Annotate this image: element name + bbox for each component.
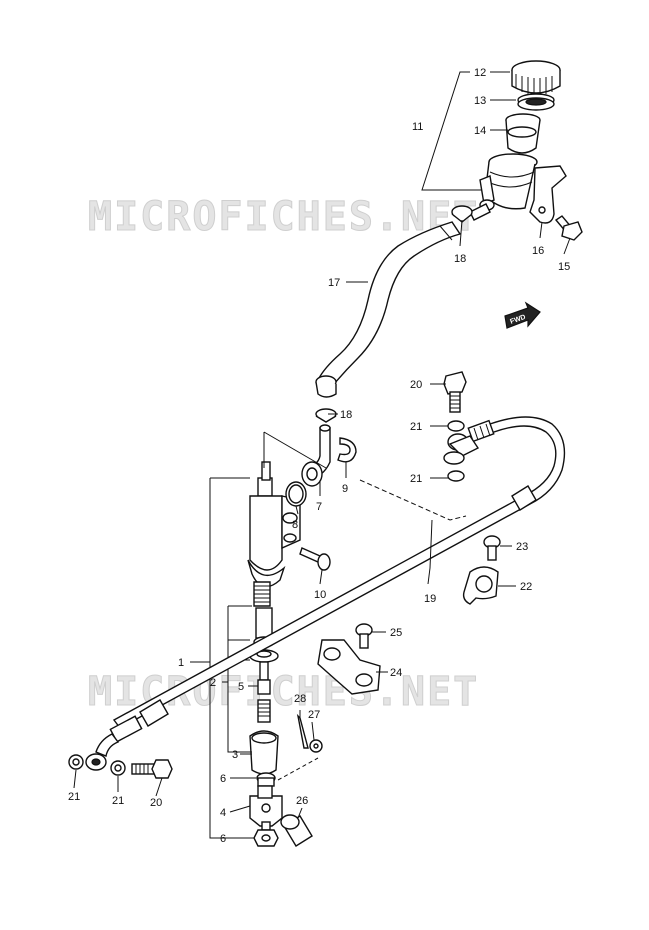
callout-20-top: 20 <box>410 379 422 391</box>
cotter-pin <box>296 713 309 749</box>
callout-25: 25 <box>390 627 402 639</box>
lower-banjo-bolt <box>131 759 173 779</box>
callout-18-top: 18 <box>454 253 466 265</box>
callout-7: 7 <box>316 501 322 513</box>
callout-26: 26 <box>296 795 308 807</box>
callout-11: 11 <box>412 121 423 133</box>
callout-4: 4 <box>220 807 226 819</box>
callout-28: 28 <box>294 693 306 705</box>
callout-21-top-b: 21 <box>410 473 422 485</box>
reservoir-bracket <box>529 165 567 224</box>
hose-clamp-top <box>451 205 473 223</box>
callout-27: 27 <box>308 709 320 721</box>
callout-16: 16 <box>532 245 544 257</box>
callout-2: 2 <box>210 677 216 689</box>
callout-13: 13 <box>474 95 486 107</box>
callout-leaders <box>73 71 571 839</box>
callout-5: 5 <box>238 681 244 693</box>
upper-washer-b <box>447 470 465 482</box>
upper-banjo <box>443 433 480 465</box>
callout-20-bottom: 20 <box>150 797 162 809</box>
inlet-fitting <box>263 408 467 521</box>
callout-18-mid: 18 <box>340 409 352 421</box>
watermark-top: MICROFICHES.NET <box>88 194 479 240</box>
reservoir-bolt <box>554 215 583 241</box>
callout-6-bottom: 6 <box>220 833 226 845</box>
clevis-pin <box>280 814 313 847</box>
callout-9: 9 <box>342 483 348 495</box>
callout-labels: 12 13 14 11 16 15 18 17 20 18 21 21 9 7 … <box>68 67 570 845</box>
reservoir-body <box>469 153 538 221</box>
clamp-screw <box>483 535 501 561</box>
callout-21-bottom-b: 21 <box>112 795 124 807</box>
reservoir-diaphragm <box>505 113 541 154</box>
callout-24: 24 <box>390 667 402 679</box>
callout-10: 10 <box>314 589 326 601</box>
callout-21-top-a: 21 <box>410 421 422 433</box>
callout-17: 17 <box>328 277 340 289</box>
reservoir-hose <box>316 221 462 385</box>
reservoir-assembly <box>421 60 583 241</box>
reservoir-cap <box>511 60 561 95</box>
mounting-bolt <box>299 547 331 571</box>
forward-direction-arrow: FWD <box>504 301 541 329</box>
callout-21-bottom-a: 21 <box>68 791 80 803</box>
callout-19: 19 <box>424 593 436 605</box>
callout-8: 8 <box>292 519 298 531</box>
callout-15: 15 <box>558 261 570 273</box>
brake-hose <box>85 416 566 771</box>
callout-1: 1 <box>178 657 184 669</box>
callout-23: 23 <box>516 541 528 553</box>
callout-6-top: 6 <box>220 773 226 785</box>
guide-screw <box>355 623 373 649</box>
upper-washer-a <box>447 420 465 432</box>
reservoir-gasket <box>517 93 555 111</box>
upper-banjo-bolt <box>443 371 467 413</box>
callout-3: 3 <box>232 749 238 761</box>
callout-22: 22 <box>520 581 532 593</box>
callout-12: 12 <box>474 67 486 79</box>
callout-14: 14 <box>474 125 486 137</box>
